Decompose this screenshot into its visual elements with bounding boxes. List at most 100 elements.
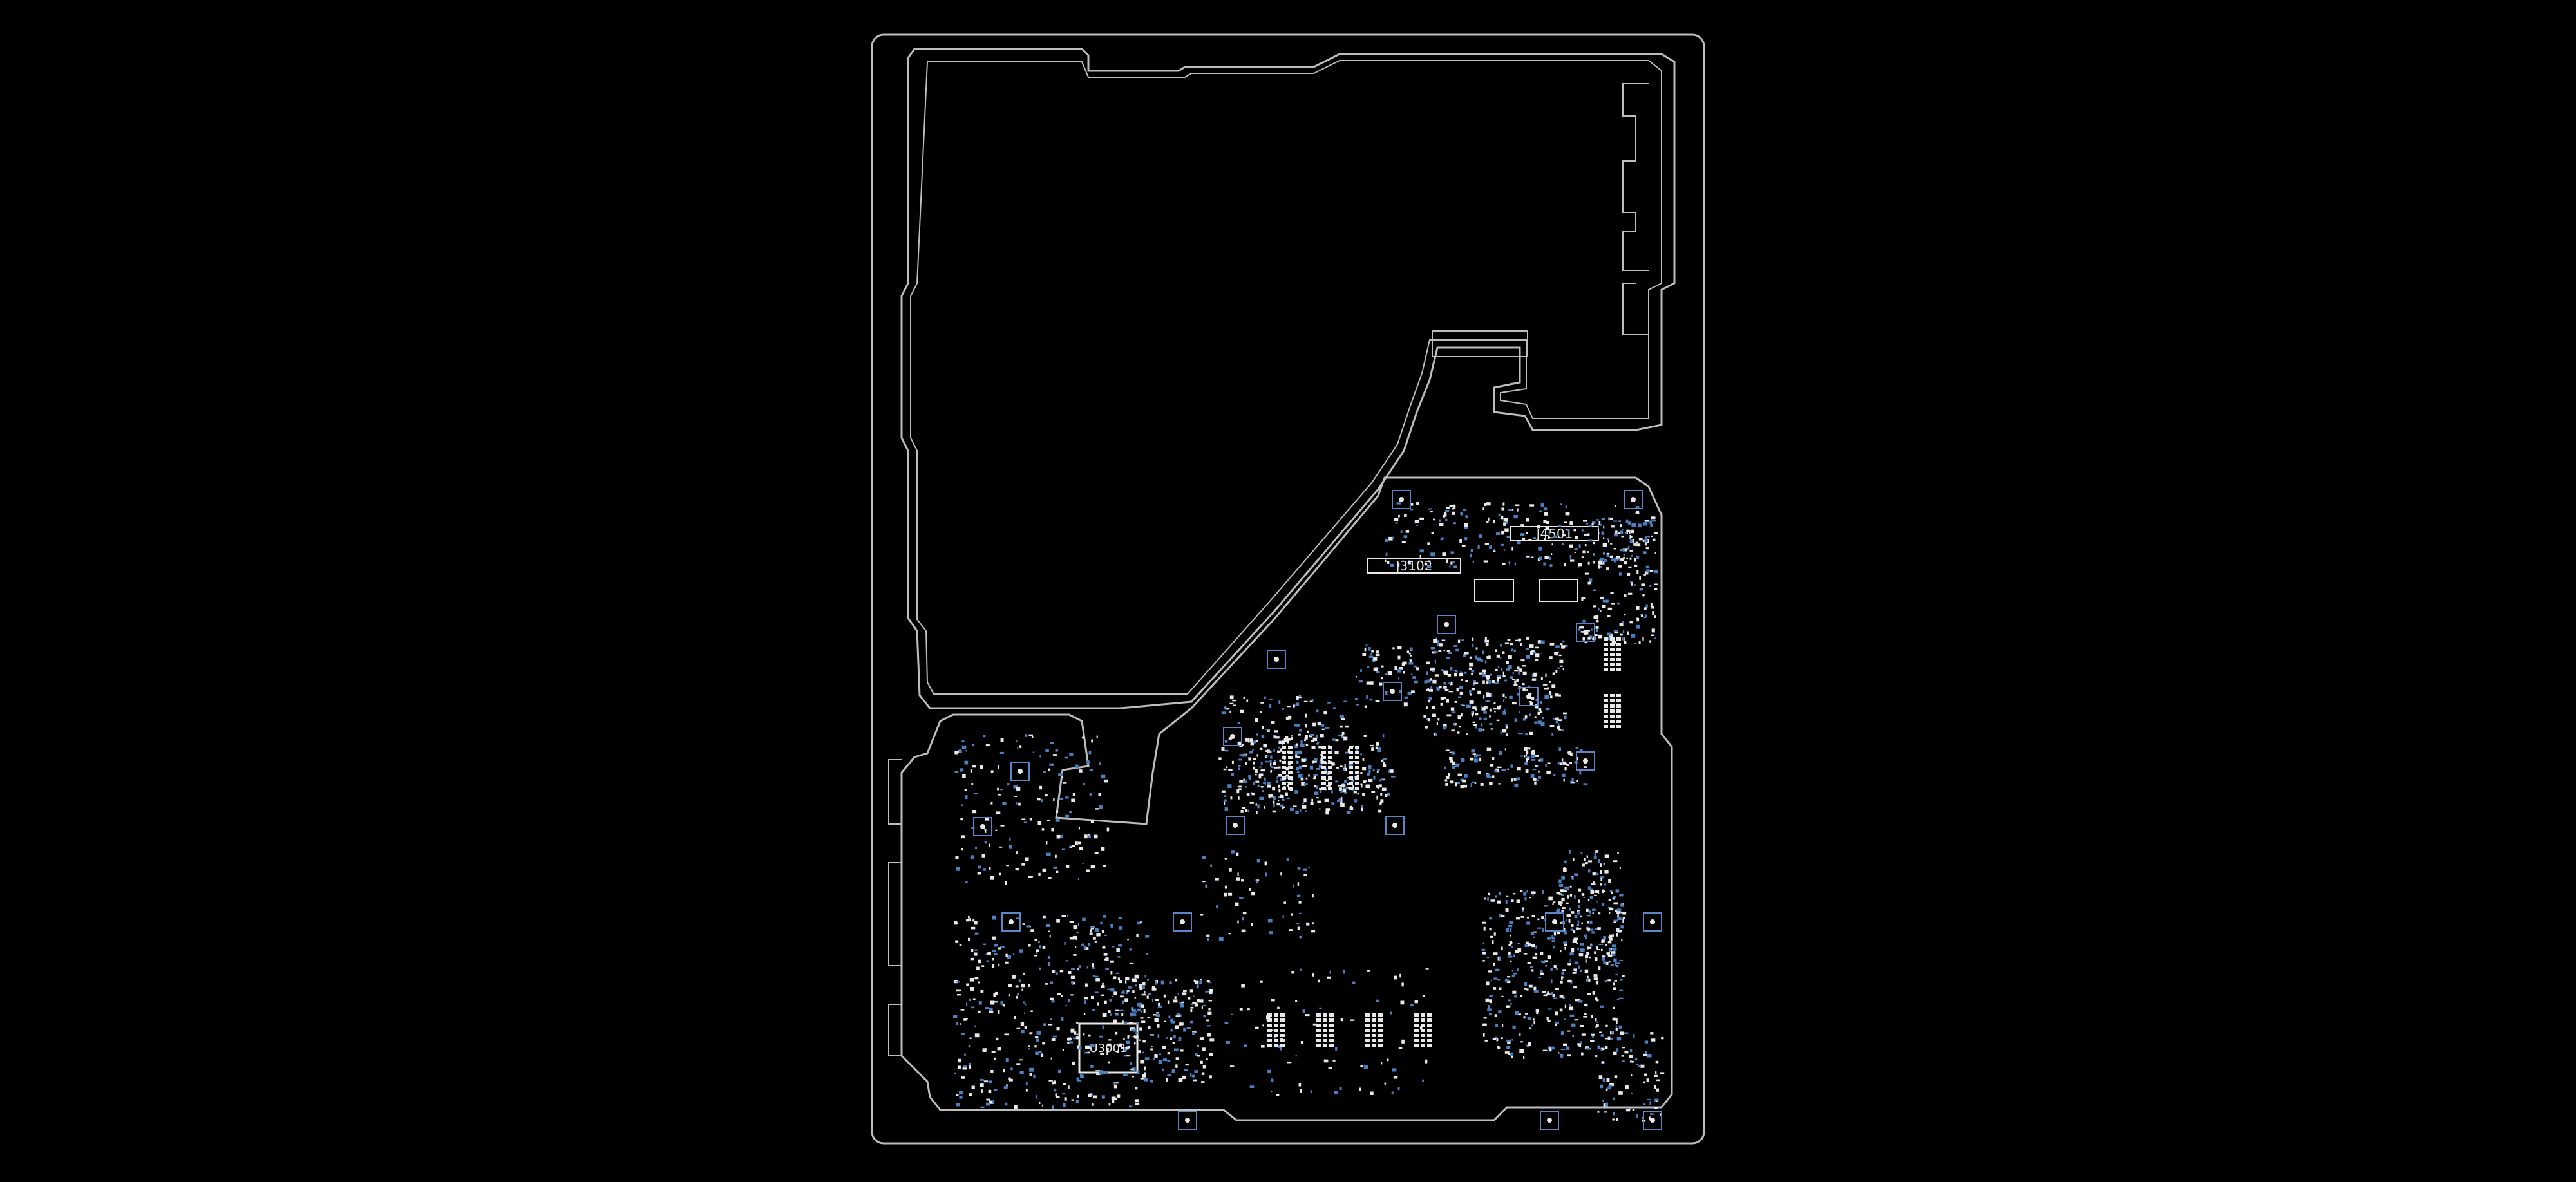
smd-pad bbox=[1255, 769, 1258, 773]
smd-pad bbox=[1077, 923, 1079, 927]
smd-pad bbox=[1150, 1034, 1154, 1036]
smd-pad bbox=[1340, 803, 1343, 807]
smd-pad bbox=[1574, 961, 1579, 964]
smd-pad bbox=[1129, 1105, 1133, 1108]
smd-pad bbox=[1135, 1087, 1138, 1090]
smd-pad bbox=[1166, 1078, 1168, 1082]
smd-pad bbox=[1507, 1040, 1511, 1044]
smd-pad bbox=[1605, 1046, 1608, 1049]
smd-pad bbox=[1264, 782, 1266, 785]
smd-pad bbox=[1526, 750, 1529, 755]
smd-pad bbox=[1569, 762, 1572, 764]
smd-pad bbox=[1296, 743, 1298, 746]
smd-pad bbox=[1544, 512, 1548, 516]
smd-pad bbox=[1630, 581, 1634, 583]
smd-pad bbox=[1071, 798, 1075, 802]
smd-pad bbox=[1649, 570, 1654, 572]
smd-pad bbox=[1575, 971, 1577, 973]
smd-pad bbox=[1585, 959, 1587, 963]
smd-pad bbox=[1034, 1045, 1037, 1048]
smd-pad bbox=[1083, 1033, 1085, 1036]
smd-pad bbox=[1155, 999, 1159, 1001]
smd-pad bbox=[1303, 700, 1308, 702]
smd-pad bbox=[1558, 883, 1564, 887]
smd-pad bbox=[998, 765, 999, 769]
smd-pad bbox=[1117, 977, 1120, 981]
smd-pad bbox=[1419, 1026, 1423, 1030]
smd-pad bbox=[1398, 677, 1400, 680]
smd-pad bbox=[1261, 735, 1265, 738]
smd-pad bbox=[1115, 1031, 1118, 1035]
smd-pad bbox=[1126, 1040, 1130, 1044]
smd-pad bbox=[1075, 841, 1078, 845]
smd-pad bbox=[1373, 667, 1378, 671]
smd-pad bbox=[1145, 935, 1150, 938]
via-center bbox=[980, 824, 985, 829]
memory-pad bbox=[1316, 1034, 1321, 1037]
via-center bbox=[1185, 1118, 1190, 1123]
smd-pad bbox=[1209, 1038, 1215, 1042]
smd-pad bbox=[1627, 572, 1631, 576]
smd-pad bbox=[1564, 644, 1568, 647]
smd-pad bbox=[1484, 1040, 1488, 1042]
smd-pad bbox=[1526, 518, 1530, 522]
smd-pad bbox=[1099, 1073, 1104, 1075]
smd-pad bbox=[1119, 995, 1124, 998]
smd-pad bbox=[1496, 1038, 1499, 1042]
smd-pad bbox=[1546, 708, 1550, 711]
smd-pad bbox=[1321, 758, 1323, 761]
smd-pad bbox=[1568, 919, 1571, 923]
smd-pad bbox=[1571, 948, 1575, 952]
smd-pad bbox=[1173, 1048, 1179, 1051]
smd-pad bbox=[1594, 852, 1596, 856]
smd-pad bbox=[1247, 741, 1250, 743]
smd-pad bbox=[1596, 946, 1598, 950]
smd-pad bbox=[1332, 738, 1336, 741]
smd-pad bbox=[1506, 978, 1508, 982]
smd-pad bbox=[992, 915, 996, 920]
smd-pad bbox=[1578, 965, 1580, 969]
smd-pad bbox=[1459, 691, 1463, 695]
smd-pad bbox=[1564, 1004, 1567, 1009]
smd-pad bbox=[1553, 774, 1556, 776]
smd-pad bbox=[1103, 915, 1106, 918]
smd-pad bbox=[1128, 986, 1133, 989]
smd-pad bbox=[1651, 516, 1656, 520]
smd-pad bbox=[1561, 910, 1564, 912]
smd-pad bbox=[1255, 718, 1258, 722]
smd-pad bbox=[972, 920, 974, 922]
smd-pad bbox=[1483, 695, 1485, 699]
smd-pad bbox=[1620, 633, 1623, 636]
smd-pad bbox=[1377, 748, 1381, 753]
smd-pad bbox=[1527, 962, 1531, 964]
smd-pad bbox=[1154, 1055, 1158, 1058]
smd-pad bbox=[1314, 791, 1319, 795]
smd-pad bbox=[1076, 932, 1079, 934]
smd-pad bbox=[1538, 708, 1542, 711]
smd-pad bbox=[971, 783, 974, 785]
smd-pad bbox=[999, 846, 1003, 848]
smd-pad bbox=[1607, 615, 1611, 617]
smd-pad bbox=[1625, 1109, 1631, 1112]
smd-pad bbox=[1654, 1085, 1656, 1089]
smd-pad bbox=[1269, 704, 1272, 708]
smd-pad bbox=[1540, 710, 1543, 713]
smd-pad bbox=[1610, 964, 1614, 966]
smd-pad bbox=[1523, 1055, 1525, 1059]
smd-pad bbox=[1510, 676, 1513, 679]
smd-pad bbox=[1264, 777, 1266, 781]
smd-pad bbox=[1453, 505, 1456, 509]
smd-pad bbox=[1341, 731, 1345, 735]
smd-pad bbox=[1375, 746, 1378, 749]
smd-pad bbox=[1530, 774, 1535, 778]
smd-pad bbox=[1073, 925, 1078, 930]
smd-pad bbox=[1457, 731, 1460, 734]
smd-pad bbox=[1651, 520, 1656, 522]
smd-pad bbox=[1623, 557, 1625, 559]
smd-pad bbox=[1416, 524, 1419, 526]
smd-pad bbox=[1325, 727, 1330, 729]
via-center bbox=[1390, 689, 1395, 694]
smd-pad bbox=[1309, 700, 1313, 702]
smd-pad bbox=[1314, 773, 1318, 776]
smd-pad bbox=[1578, 1000, 1583, 1003]
